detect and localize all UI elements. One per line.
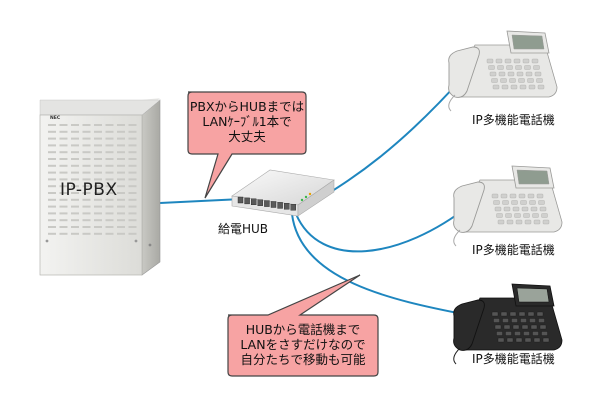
callout-top-bubble [187, 91, 307, 199]
pbx-label: IP-PBX [60, 180, 118, 200]
pbx-brand-logo: NEC [50, 116, 61, 121]
hub-ports [237, 196, 296, 211]
phone-2-label: IP多機能電話機 [472, 243, 555, 257]
ip-phone-2 [453, 165, 563, 247]
callout-bottom-line-1: HUBから電話機まで [245, 322, 361, 337]
callout-bottom-line-2: LANをさすだけなので [240, 337, 366, 352]
poe-hub [231, 169, 335, 217]
hub-leds [300, 192, 312, 202]
ip-phone-1 [448, 30, 558, 112]
callout-top-text: PBXからHUBまでは LANｹｰﾌﾞﾙ1本で 大丈夫 [188, 99, 306, 144]
pbx-vents [48, 124, 137, 235]
callout-top-line-2: LANｹｰﾌﾞﾙ1本で [202, 114, 292, 129]
ip-phone-3 [453, 283, 563, 365]
callout-top-line-3: 大丈夫 [228, 129, 266, 144]
callout-top-line-1: PBXからHUBまでは [189, 99, 305, 114]
ip-pbx-cabinet [39, 98, 161, 276]
callout-bottom-bubble [227, 274, 379, 377]
hub-label: 給電HUB [218, 222, 269, 236]
phone-3-label: IP多機能電話機 [472, 352, 555, 366]
callout-bottom-text: HUBから電話機まで LANをさすだけなので 自分たちで移動も可能 [228, 322, 378, 367]
cable-hub-to-phone-3 [291, 213, 469, 316]
phone-1-label: IP多機能電話機 [472, 113, 555, 127]
callout-bottom-line-3: 自分たちで移動も可能 [240, 352, 366, 367]
cable-hub-to-phone-2 [295, 204, 471, 253]
